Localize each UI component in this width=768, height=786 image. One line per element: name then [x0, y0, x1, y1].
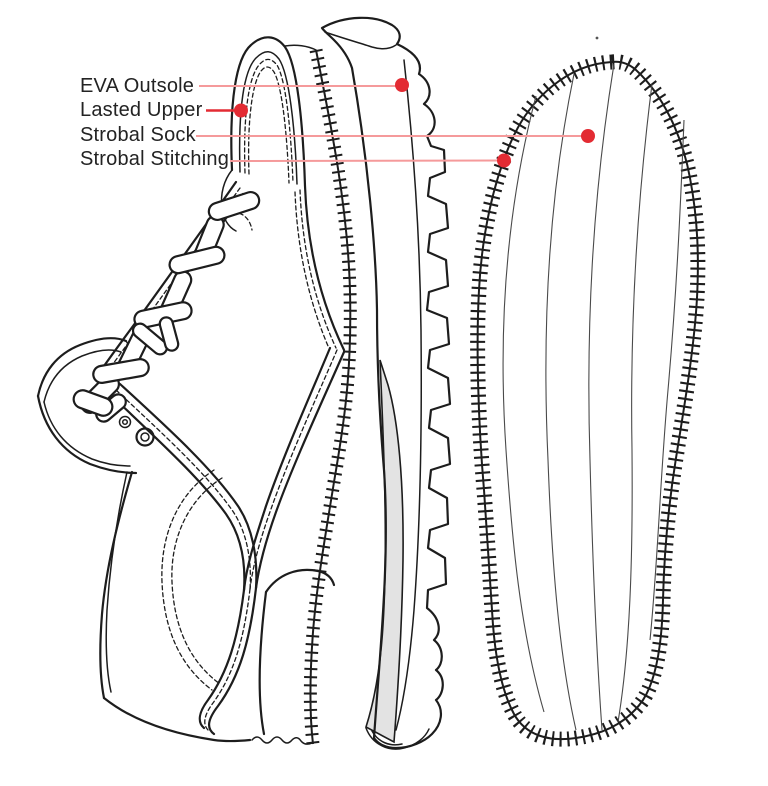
upper-band-tail-edge2: [198, 588, 246, 730]
outsole-tread-groove-line: [395, 59, 422, 731]
outsole-bottom-arc-inner: [371, 730, 403, 746]
upper-band-tail-edge: [208, 586, 258, 736]
upper-heel-scallop-edge: [251, 736, 313, 745]
upper-band-collar-edge: [254, 350, 346, 590]
toe-cap-top-edge: [36, 337, 128, 398]
upper-band-collar-edge2: [242, 346, 332, 592]
outsole-outline: [320, 16, 452, 750]
strobel-sock-outline: [476, 60, 699, 741]
upper-top-edge: [284, 44, 317, 51]
callouts: EVA Outsole Lasted Upper Strobal Sock St…: [80, 75, 595, 170]
upper-vamp-panel-dash2: [171, 477, 223, 685]
marker-dot-strobal-sock: [581, 129, 595, 143]
label-strobal-sock: Strobal Sock: [80, 124, 197, 146]
upper-left-outline: [99, 470, 134, 700]
upper-collar-outline: [230, 36, 346, 352]
outsole-bottom-arc: [365, 727, 430, 750]
upper-collar-stitch-dash2: [247, 66, 290, 184]
upper-vamp-panel-dash: [161, 469, 215, 691]
strobel-sock-drawing: [470, 36, 706, 747]
label-lasted-upper: Lasted Upper: [80, 99, 203, 121]
laces: [72, 190, 261, 423]
upper-collar-stitch-dash: [243, 58, 294, 184]
vent-ring-icon: [135, 427, 155, 447]
upper-strobel-stitch-ticks-icon: [303, 48, 357, 745]
label-strobal-stitching: Strobal Stitching: [80, 148, 229, 170]
lasted-upper-drawing: [36, 36, 357, 745]
marker-dot-eva-outsole: [395, 78, 409, 92]
lace-strap: [92, 358, 150, 384]
upper-heel-seam-dash2: [294, 191, 329, 347]
eva-outsole-drawing: [320, 16, 452, 750]
label-eva-outsole: EVA Outsole: [80, 75, 194, 97]
lace-loose-end: [131, 322, 169, 356]
toe-cap-bottom-edge: [36, 394, 138, 475]
upper-left-inner-line: [105, 471, 128, 693]
strobel-stitch-ticks-icon: [470, 54, 706, 747]
outsole-toe-hook-line: [324, 31, 397, 50]
lace-strap: [207, 190, 261, 222]
upper-band-tail-stitch-dash: [204, 588, 251, 732]
marker-dot-strobal-stitching: [497, 153, 511, 168]
upper-heel-seam-dash: [299, 189, 337, 349]
upper-collar-inner-line: [238, 51, 298, 185]
lace-knot: [72, 389, 114, 417]
lace-loose-end: [158, 316, 180, 352]
eyelet-icon: [118, 415, 132, 429]
upper-heel-piece-left: [258, 590, 268, 736]
upper-heel-piece-top: [264, 568, 336, 594]
marker-dot-lasted-upper: [234, 103, 248, 118]
upper-bottom-outline: [102, 696, 252, 743]
leader-line-strobal-stitching: [229, 159, 505, 162]
upper-band-toe-edge2: [110, 394, 246, 592]
upper-band-toe-edge: [118, 382, 258, 590]
strobel-sock-seam-lines: [502, 63, 685, 731]
registration-mark: [595, 36, 599, 40]
upper-band-collar-stitch-dash: [249, 349, 338, 590]
toe-cap-top-inner: [43, 349, 122, 403]
toe-cap-bottom-inner: [43, 401, 131, 467]
lace-strap: [168, 245, 226, 275]
